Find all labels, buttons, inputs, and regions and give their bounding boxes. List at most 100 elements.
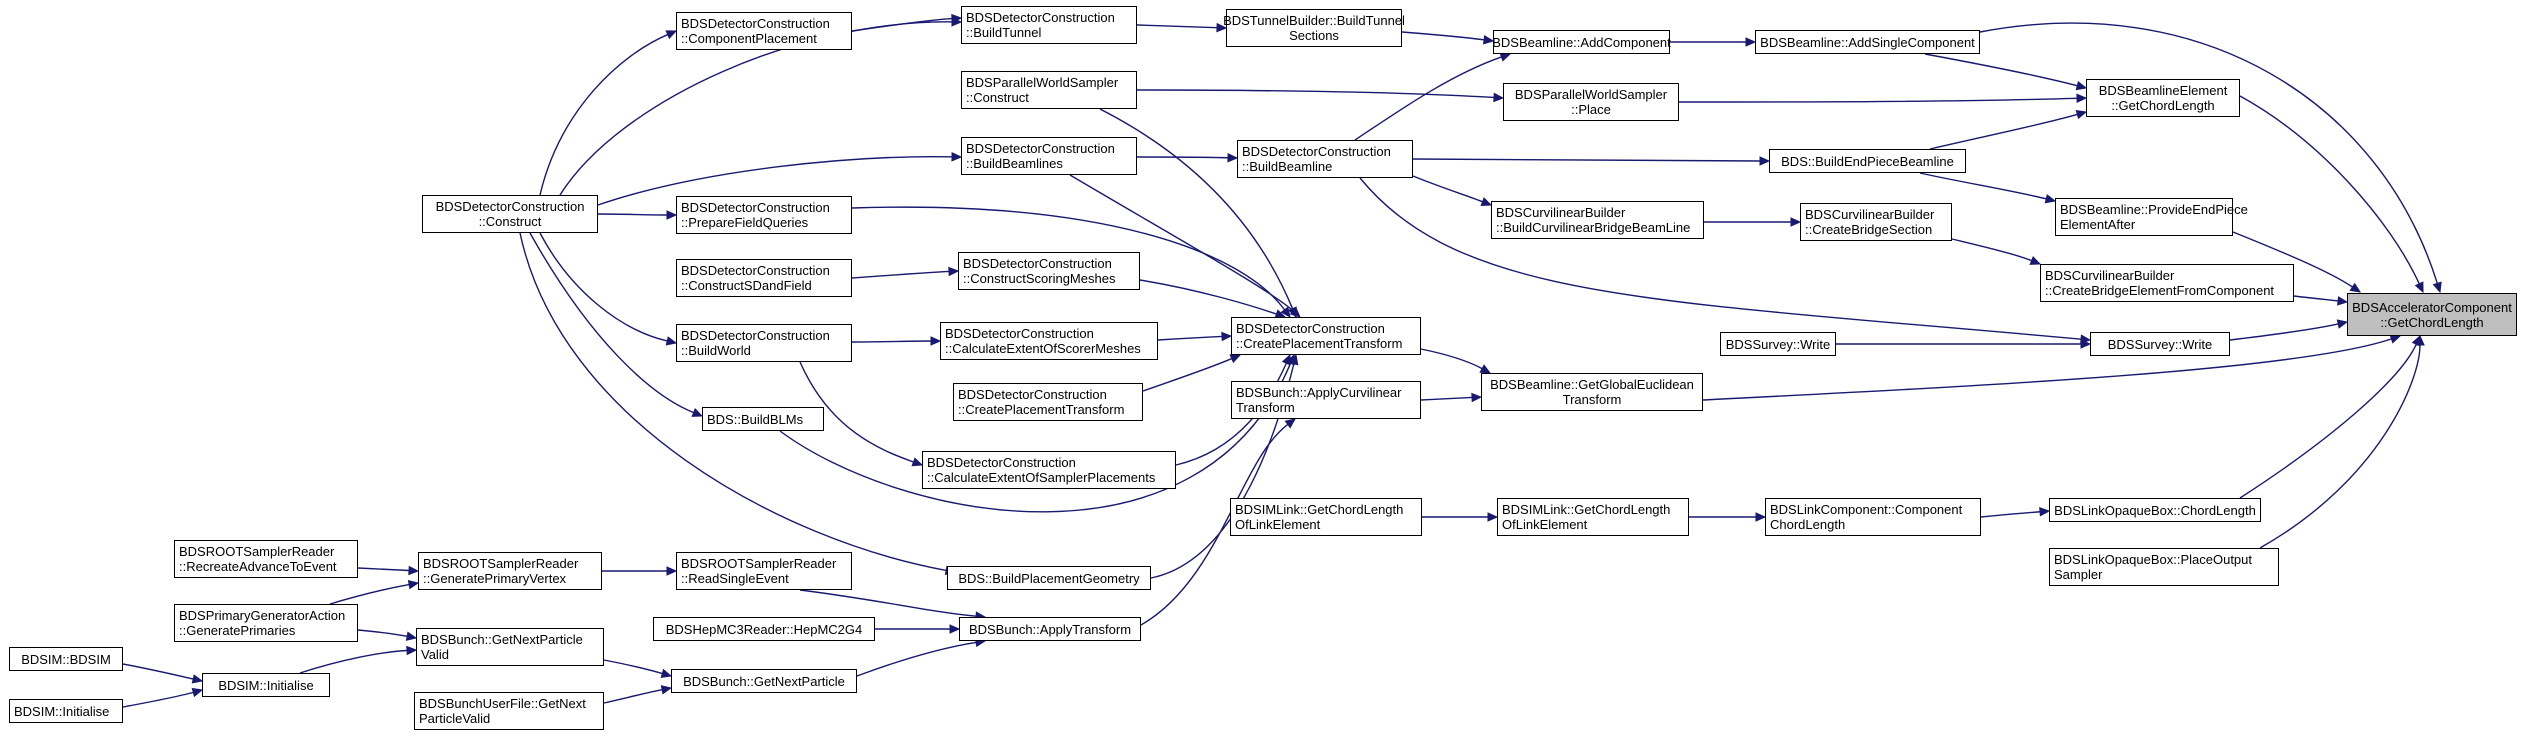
- arrowhead-dc-construct-to-component-placement: [665, 30, 678, 40]
- node-prepare-field-queries[interactable]: BDSDetectorConstruction::PrepareFieldQue…: [676, 196, 852, 234]
- edge-dc-construct-to-build-world: [539, 232, 668, 342]
- arrowhead-dc-construct-to-build-world: [665, 336, 678, 346]
- node-bunch-get-next-particle[interactable]: BDSBunch::GetNextParticle: [671, 669, 857, 693]
- node-calculate-extent-of-sampler-placements[interactable]: BDSDetectorConstruction::CalculateExtent…: [922, 451, 1176, 489]
- node-line-1: BDSBeamline::GetGlobalEuclidean: [1490, 377, 1694, 392]
- edge-build-beamlines-to-build-beamline: [1136, 156, 1229, 159]
- node-bdsim-initialise-caller[interactable]: BDSIM::Initialise: [9, 699, 123, 723]
- edge-dc-construct-to-component-placement: [539, 33, 669, 196]
- node-create-bridge-element-from-component[interactable]: BDSCurvilinearBuilder::CreateBridgeEleme…: [2040, 264, 2294, 302]
- node-construct-sd-and-field[interactable]: BDSDetectorConstruction::ConstructSDandF…: [676, 259, 852, 297]
- node-line-2: Transform: [1236, 400, 1295, 415]
- node-beamline-element-get-chord-length[interactable]: BDSBeamlineElement::GetChordLength: [2086, 79, 2240, 117]
- node-line-2: ::Place: [1571, 102, 1611, 117]
- node-build-curvilinear-bridge-beam-line[interactable]: BDSCurvilinearBuilder::BuildCurvilinearB…: [1491, 201, 1704, 239]
- node-create-bridge-section[interactable]: BDSCurvilinearBuilder::CreateBridgeSecti…: [1800, 203, 1952, 241]
- node-primary-generator-action-generate-primaries[interactable]: BDSPrimaryGeneratorAction::GeneratePrima…: [174, 604, 358, 642]
- node-line-1: BDSIM::Initialise: [218, 677, 314, 693]
- node-root-sampler-reader-recreate-advance-to-event[interactable]: BDSROOTSamplerReader::RecreateAdvanceToE…: [174, 540, 358, 578]
- edge-calc-sampler-to-create-placement: [1175, 362, 1287, 466]
- node-line-1: BDSROOTSamplerReader: [423, 556, 579, 571]
- node-build-tunnel[interactable]: BDSDetectorConstruction::BuildTunnel: [961, 6, 1137, 44]
- node-link-opaque-box-chord-length[interactable]: BDSLinkOpaqueBox::ChordLength: [2049, 498, 2261, 522]
- node-beamline-add-component[interactable]: BDSBeamline::AddComponent: [1492, 30, 1671, 54]
- arrowhead-dc-construct-to-prepare-field: [666, 210, 678, 220]
- node-build-end-piece-beamline[interactable]: BDS::BuildEndPieceBeamline: [1769, 149, 1966, 173]
- edge-add-single-to-beamline-element: [1924, 53, 2078, 87]
- edge-get-next-valid-to-get-next-particle: [603, 659, 663, 675]
- arrowhead-calc-scorer-to-create-placement: [1221, 331, 1233, 342]
- node-line-2: ::RecreateAdvanceToEvent: [179, 559, 337, 574]
- node-parallel-world-sampler-construct[interactable]: BDSParallelWorldSampler::Construct: [961, 71, 1137, 109]
- node-line-2: ::BuildCurvilinearBridgeBeamLine: [1496, 220, 1691, 235]
- edge-opaque-chord-to-root: [2239, 343, 2417, 499]
- edge-build-beamline-to-survey-write: [1359, 177, 2082, 340]
- node-build-world[interactable]: BDSDetectorConstruction::BuildWorld: [676, 324, 852, 362]
- node-calculate-extent-of-scorer-meshes[interactable]: BDSDetectorConstruction::CalculateExtent…: [940, 322, 1158, 360]
- node-detector-construction-construct[interactable]: BDSDetectorConstruction::Construct: [422, 195, 598, 233]
- node-line-2: ::ComponentPlacement: [681, 31, 817, 46]
- arrowhead-pga-generate-to-root-generate: [407, 579, 420, 590]
- edge-build-end-piece-to-beamline-element: [1929, 113, 2078, 150]
- node-line-2: ParticleValid: [419, 711, 491, 726]
- edge-build-world-to-calc-sampler: [799, 361, 914, 463]
- arrowhead-survey-write-caller-to-survey-write: [2080, 339, 2092, 349]
- edge-link-component-to-opaque-chord: [1980, 511, 2041, 518]
- edge-global-euclid-to-root: [1702, 338, 2392, 401]
- node-root-sampler-reader-read-single-event[interactable]: BDSROOTSamplerReader::ReadSingleEvent: [676, 552, 852, 590]
- node-bdsim-bdsim[interactable]: BDSIM::BDSIM: [9, 647, 123, 671]
- node-bdsim-initialise[interactable]: BDSIM::Initialise: [202, 673, 330, 697]
- edge-root-recreate-to-root-generate: [357, 567, 410, 572]
- arrowhead-build-beamlines-to-create-placement: [1289, 307, 1301, 318]
- node-line-1: BDSBeamline::AddSingleComponent: [1760, 34, 1975, 50]
- node-line-2: OfLinkElement: [1502, 517, 1588, 532]
- node-parallel-world-sampler-place[interactable]: BDSParallelWorldSampler::Place: [1503, 83, 1679, 121]
- edge-user-file-next-to-get-next-particle: [603, 688, 663, 704]
- node-line-2: ::PrepareFieldQueries: [681, 215, 809, 230]
- node-create-placement-transform-main[interactable]: BDSDetectorConstruction::CreatePlacement…: [1231, 317, 1421, 355]
- node-line-1: BDSROOTSamplerReader: [179, 544, 335, 559]
- node-line-1: BDSTunnelBuilder::BuildTunnel: [1223, 13, 1405, 28]
- arrowhead-apply-transform-to-bunch-curv: [1284, 418, 1296, 429]
- node-build-beamline[interactable]: BDSDetectorConstruction::BuildBeamline: [1237, 140, 1413, 178]
- node-line-1: BDSBeamline::AddComponent: [1492, 34, 1671, 50]
- node-line-2: ::BuildBeamlines: [966, 156, 1063, 171]
- node-line-1: BDSIMLink::GetChordLength: [1235, 502, 1404, 517]
- node-create-placement-transform-secondary[interactable]: BDSDetectorConstruction::CreatePlacement…: [953, 383, 1143, 421]
- node-line-1: BDSDetectorConstruction: [945, 326, 1094, 341]
- arrowhead-initialise-to-get-next-valid: [406, 645, 418, 656]
- arrowhead-add-single-to-root: [2432, 281, 2442, 294]
- node-bunch-apply-transform[interactable]: BDSBunch::ApplyTransform: [959, 617, 1141, 641]
- node-line-2: ::GeneratePrimaryVertex: [423, 571, 567, 586]
- arrowhead-get-next-valid-to-get-next-particle: [660, 668, 673, 678]
- node-build-blms[interactable]: BDS::BuildBLMs: [702, 407, 824, 431]
- arrowhead-build-beamline-to-curv-bridge: [1480, 197, 1493, 207]
- node-survey-write[interactable]: BDSSurvey::Write: [2090, 332, 2230, 356]
- arrowhead-build-placement-geom-to-create-placement: [1289, 353, 1299, 366]
- edge-dc-construct-to-build-tunnel: [559, 21, 953, 196]
- node-root-sampler-reader-generate-primary-vertex[interactable]: BDSROOTSamplerReader::GeneratePrimaryVer…: [418, 552, 602, 590]
- node-line-1: BDSDetectorConstruction: [958, 387, 1107, 402]
- node-construct-scoring-meshes[interactable]: BDSDetectorConstruction::ConstructScorin…: [958, 252, 1140, 290]
- node-beamline-add-single-component[interactable]: BDSBeamline::AddSingleComponent: [1755, 30, 1980, 54]
- node-line-1: BDSParallelWorldSampler: [1514, 87, 1668, 102]
- node-hepmc3-reader-hepmc2g4[interactable]: BDSHepMC3Reader::HepMC2G4: [653, 617, 875, 641]
- node-build-placement-geometry[interactable]: BDS::BuildPlacementGeometry: [947, 566, 1151, 590]
- arrowhead-build-end-piece-to-provide-end-piece: [2044, 194, 2057, 204]
- node-line-2: Transform: [1562, 392, 1622, 407]
- node-build-beamlines[interactable]: BDSDetectorConstruction::BuildBeamlines: [961, 137, 1137, 175]
- node-line-1: BDSBunch::GetNextParticle: [683, 673, 845, 689]
- node-component-placement[interactable]: BDSDetectorConstruction::ComponentPlacem…: [676, 12, 852, 50]
- edge-build-beamline-to-build-end-piece: [1412, 158, 1761, 162]
- node-survey-write-caller[interactable]: BDSSurvey::Write: [1720, 332, 1836, 356]
